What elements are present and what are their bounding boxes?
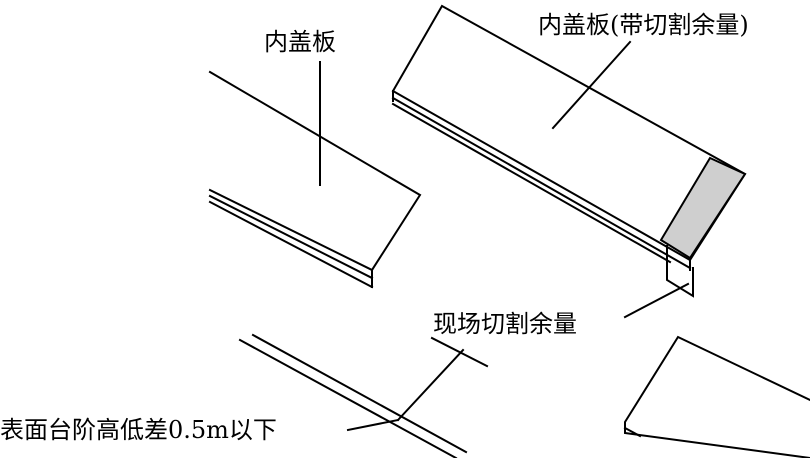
bottom-right-plate-lip — [623, 426, 642, 438]
label-site-cut-allowance: 现场切割余量 — [433, 310, 577, 338]
right-plate-lip-edge-1 — [391, 96, 692, 270]
left-plate-bottom-edge — [208, 200, 374, 289]
bottom-plate-edge-3 — [430, 336, 489, 368]
left-inner-cover-plate — [208, 70, 422, 289]
left-plate-lip-edge — [208, 194, 374, 280]
left-plate-top-edge — [208, 70, 422, 272]
label-surface-step-difference: 表面台阶高低差0.5m以下 — [0, 416, 277, 444]
label-inner-cover-plate-allowance: 内盖板(带切割余量) — [538, 11, 749, 39]
left-plate-front-edge — [208, 188, 374, 272]
cutting-allowance-region — [659, 156, 747, 260]
right-plate-lip-edge-2 — [391, 102, 672, 264]
leader-surface-step-1 — [346, 418, 400, 432]
bottom-plate-edge-1 — [238, 338, 458, 458]
leader-site-cut-allowance — [623, 282, 690, 319]
bottom-center-plates — [238, 333, 489, 458]
bottom-right-plate — [623, 335, 810, 458]
bottom-right-plate-outline — [624, 335, 810, 458]
leader-inner-cover-plate-allowance — [551, 40, 632, 130]
bottom-plate-edge-2 — [251, 333, 468, 454]
leader-surface-step-2 — [396, 348, 465, 422]
right-inner-cover-plate — [391, 4, 747, 298]
label-inner-cover-plate: 内盖板 — [264, 28, 336, 56]
